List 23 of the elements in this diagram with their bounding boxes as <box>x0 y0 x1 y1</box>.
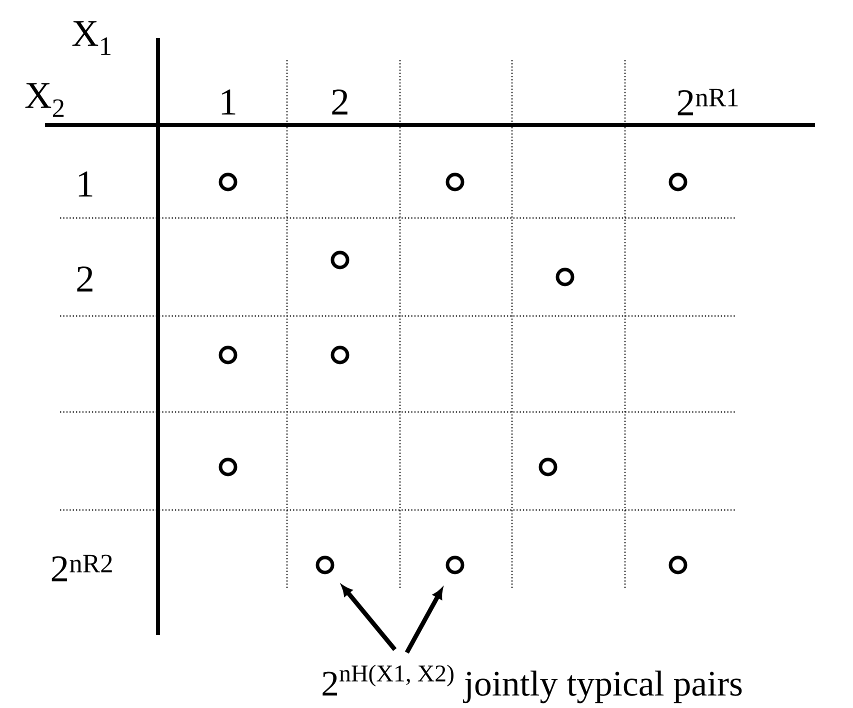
index-label: 2 <box>332 89 348 115</box>
point-marker <box>668 172 688 192</box>
point-marker <box>330 250 350 270</box>
variable-label: X$_{2}$ <box>25 83 64 117</box>
variable-label: X$_{1}$ <box>72 21 110 55</box>
index-label: 2 <box>77 266 92 292</box>
index-label: 2$^{nR1}$ <box>678 88 738 116</box>
point-marker <box>556 268 574 286</box>
caption-text: $\hbox{2}^{\hbox{\fontsize{24}{26}\selectfont nH(X1, X2)}}$ jointly typical pairs <box>322 664 742 704</box>
point-marker <box>218 346 238 364</box>
point-marker <box>446 556 464 574</box>
arrow <box>404 588 443 654</box>
point-marker <box>218 172 238 192</box>
point-marker <box>446 172 464 192</box>
index-label: 2$^{nR2}$ <box>52 554 112 582</box>
point-marker <box>538 458 558 476</box>
index-label: 1 <box>222 89 236 114</box>
point-marker <box>330 346 350 364</box>
point-marker <box>218 458 238 476</box>
point-marker <box>668 556 688 574</box>
index-label: 1 <box>78 171 92 196</box>
arrow <box>342 585 397 651</box>
point-marker <box>316 556 334 574</box>
